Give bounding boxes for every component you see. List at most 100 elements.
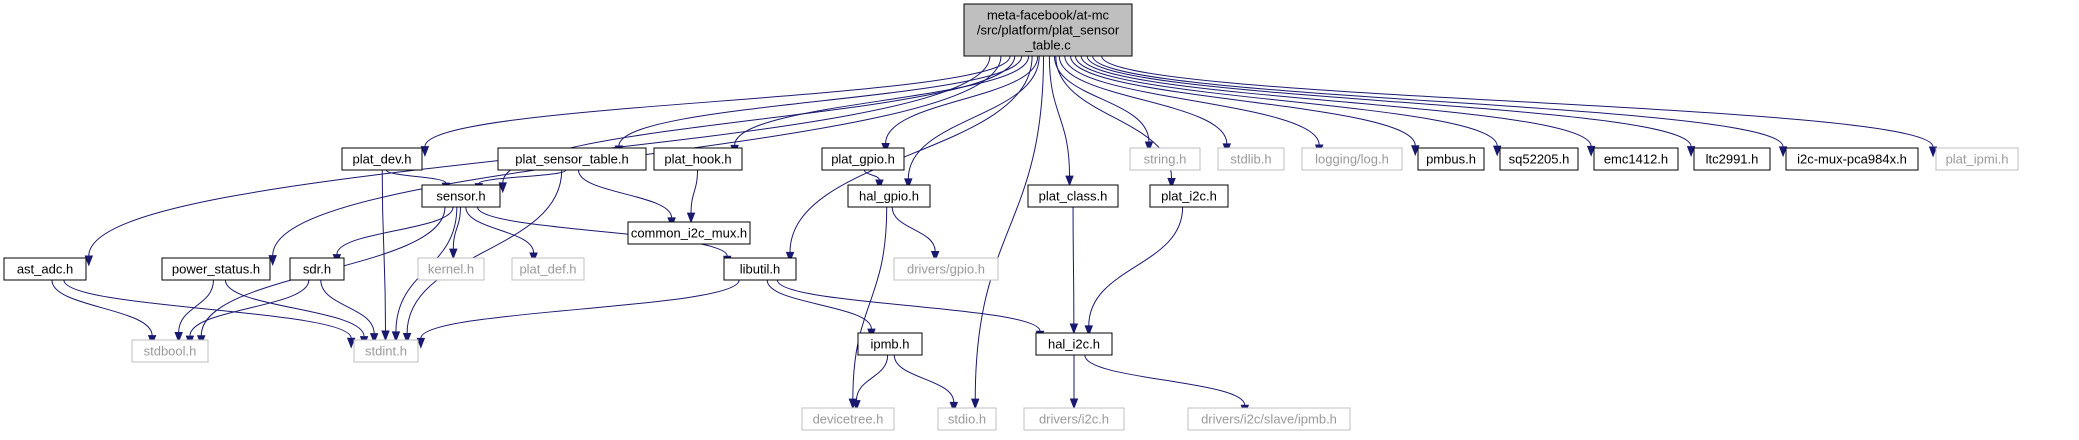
edge-line xyxy=(406,169,563,334)
edge-main-to-plat_dev xyxy=(420,55,1011,158)
edge-line xyxy=(336,206,454,255)
node-box xyxy=(1027,184,1119,208)
edge-arrowhead xyxy=(391,331,401,343)
node-plat-dev[interactable]: plat_dev.h xyxy=(341,147,423,171)
node-box xyxy=(1129,147,1201,171)
edge-line xyxy=(385,169,447,184)
edge-line xyxy=(1053,55,1150,142)
node-hal-i2c[interactable]: hal_i2c.h xyxy=(1035,332,1113,356)
node-sq52205[interactable]: sq52205.h xyxy=(1499,147,1579,171)
edge-arrowhead xyxy=(1069,398,1079,410)
edge-line xyxy=(1092,55,1784,147)
edge-arrowhead xyxy=(1084,325,1094,337)
node-label: plat_def.h xyxy=(519,262,576,277)
edge-libutil-to-hal_i2c xyxy=(776,279,1045,342)
edge-main-to-ltc2991 xyxy=(1086,55,1696,158)
edge-arrowhead xyxy=(1492,145,1502,157)
node-kernel: kernel.h xyxy=(417,257,485,281)
edge-line xyxy=(1064,55,1320,146)
node-i2cmux[interactable]: i2c-mux-pca984x.h xyxy=(1785,147,1919,171)
node-ltc2991[interactable]: ltc2991.h xyxy=(1693,147,1771,171)
edge-line xyxy=(776,279,1041,332)
node-label: plat_hook.h xyxy=(664,152,731,167)
edge-line xyxy=(577,169,673,218)
node-label: libutil.h xyxy=(740,262,780,277)
edge-line xyxy=(178,279,214,333)
edge-line xyxy=(907,55,1040,179)
edge-ast_adc-to-stdint xyxy=(63,279,356,349)
edge-ast_adc-to-stdbool xyxy=(51,279,157,347)
node-label: stdbool.h xyxy=(144,344,197,359)
node-box xyxy=(1935,147,2019,171)
edge-arrowhead xyxy=(529,252,538,264)
node-label: meta-facebook/at-mc xyxy=(987,8,1110,23)
node-label: stdio.h xyxy=(948,412,986,427)
node-label: plat_i2c.h xyxy=(1161,189,1217,204)
node-string: string.h xyxy=(1129,147,1201,171)
node-sdr[interactable]: sdr.h xyxy=(289,257,345,281)
node-label: emc1412.h xyxy=(1604,152,1668,167)
node-box xyxy=(1785,147,1919,171)
edge-sensor-to-plat_def xyxy=(465,206,538,264)
edge-line xyxy=(1072,206,1075,325)
node-stdbool: stdbool.h xyxy=(131,339,209,363)
node-box xyxy=(1023,407,1125,431)
node-ipmb[interactable]: ipmb.h xyxy=(857,332,923,356)
edge-main-to-pmbus xyxy=(1070,55,1420,157)
node-plat-i2c[interactable]: plat_i2c.h xyxy=(1149,184,1229,208)
edge-main-to-plat_gpio xyxy=(881,55,1039,154)
node-plat-sensor-table[interactable]: plat_sensor_table.h xyxy=(497,147,647,171)
node-label: logging/log.h xyxy=(1315,152,1389,167)
node-emc1412[interactable]: emc1412.h xyxy=(1593,147,1679,171)
edge-line xyxy=(63,279,352,339)
edge-sensor-to-sdr xyxy=(332,206,454,265)
node-label: power_status.h xyxy=(172,262,260,277)
node-plat-def: plat_def.h xyxy=(511,257,585,281)
node-common-i2c-mux[interactable]: common_i2c_mux.h xyxy=(627,221,751,245)
edge-arrowhead xyxy=(1928,146,1938,158)
edge-line xyxy=(855,354,889,401)
edge-hal_gpio-to-drivers_gpio xyxy=(891,206,940,262)
edge-line xyxy=(424,55,1011,147)
node-label: drivers/i2c.h xyxy=(1039,412,1109,427)
node-stdio: stdio.h xyxy=(937,407,997,431)
node-power-status[interactable]: power_status.h xyxy=(161,257,271,281)
edge-line xyxy=(766,279,872,330)
edge-line xyxy=(320,279,375,334)
node-plat-hook[interactable]: plat_hook.h xyxy=(653,147,743,171)
edge-arrowhead xyxy=(369,333,379,344)
edge-line xyxy=(224,279,365,337)
node-box xyxy=(723,257,797,281)
edge-line xyxy=(891,206,936,252)
edge-line xyxy=(734,55,1030,146)
edge-sdr-to-stdint xyxy=(320,279,379,344)
node-libutil[interactable]: libutil.h xyxy=(723,257,797,281)
edge-line xyxy=(1058,55,1228,144)
node-main[interactable]: meta-facebook/at-mc/src/platform/plat_se… xyxy=(963,3,1133,57)
node-label: stdint.h xyxy=(365,344,407,359)
edge-line xyxy=(1088,206,1184,326)
node-pmbus[interactable]: pmbus.h xyxy=(1417,147,1485,171)
edge-main-to-plat_class xyxy=(1048,55,1074,187)
node-hal-gpio[interactable]: hal_gpio.h xyxy=(847,184,931,208)
node-label: sq52205.h xyxy=(1509,152,1570,167)
edge-plat_sensor_table-to-common_i2c_mux xyxy=(577,169,676,229)
edge-line xyxy=(1080,55,1592,147)
edge-plat_class-to-hal_i2c xyxy=(1069,206,1079,335)
node-label: plat_dev.h xyxy=(352,152,411,167)
edge-arrowhead xyxy=(381,330,390,342)
node-plat-gpio[interactable]: plat_gpio.h xyxy=(821,147,905,171)
node-box xyxy=(1149,184,1229,208)
node-label: string.h xyxy=(1144,152,1187,167)
node-label: hal_gpio.h xyxy=(859,189,919,204)
edge-line xyxy=(420,279,740,339)
node-ast-adc[interactable]: ast_adc.h xyxy=(3,257,87,281)
node-label: stdlib.h xyxy=(1230,152,1271,167)
node-plat-class[interactable]: plat_class.h xyxy=(1027,184,1119,208)
edge-main-to-emc1412 xyxy=(1080,55,1596,157)
node-sensor[interactable]: sensor.h xyxy=(421,184,501,208)
node-label: drivers/i2c/slave/ipmb.h xyxy=(1201,412,1337,427)
node-label: kernel.h xyxy=(428,262,474,277)
edge-power_status-to-stdbool xyxy=(174,279,214,343)
